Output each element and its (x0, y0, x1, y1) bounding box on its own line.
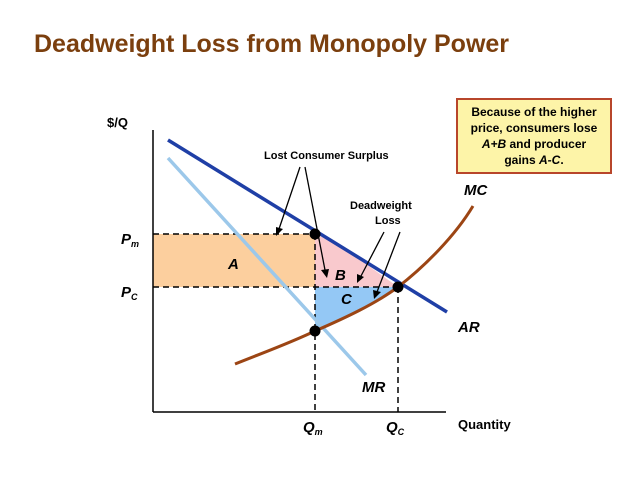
competitive-point (392, 281, 404, 293)
explanation-note: Because of the higher price, consumers l… (456, 98, 612, 174)
quantity-monopoly-label: Qm (303, 419, 323, 437)
lcs-arrowhead-left (276, 227, 283, 236)
deadweight-loss-line2: Loss (375, 215, 401, 227)
note-line-3: A+B and producer (481, 137, 587, 151)
dwl-arrow-1 (360, 231, 385, 277)
lcs-arrow-right (304, 166, 326, 271)
y-axis-label: $/Q (107, 115, 128, 130)
price-monopoly-label: Pm (121, 231, 139, 249)
note-emphasis-ac: A-C (539, 153, 561, 167)
region-c-label: C (341, 291, 353, 308)
monopoly-mc-point (309, 325, 321, 337)
deadweight-loss-line1: Deadweight (350, 200, 412, 212)
note-emphasis-ab: A+B (481, 137, 507, 151)
lcs-arrow-left (278, 166, 301, 230)
dwl-arrow-2 (376, 231, 401, 293)
x-axis-label: Quantity (458, 417, 511, 432)
note-line-1: Because of the higher (471, 105, 597, 119)
lost-consumer-surplus-label: Lost Consumer Surplus (264, 150, 389, 162)
marginal-revenue-label: MR (362, 379, 385, 396)
dwl-arrowhead-2 (373, 290, 381, 299)
region-b (315, 234, 398, 287)
dwl-arrowhead-1 (357, 274, 364, 283)
region-c (315, 287, 398, 331)
region-a-label: A (227, 256, 239, 273)
marginal-cost-label: MC (464, 182, 488, 199)
demand-label: AR (457, 319, 480, 336)
note-line-4: gains A-C. (504, 153, 564, 167)
price-competitive-label: PC (121, 284, 138, 302)
marginal-revenue-curve (166, 156, 368, 377)
note-line-2: price, consumers lose (470, 121, 598, 135)
slide-title: Deadweight Loss from Monopoly Power (34, 30, 510, 58)
marginal-cost-curve (234, 205, 475, 366)
region-b-label: B (335, 267, 346, 284)
quantity-competitive-label: QC (386, 419, 405, 437)
lcs-arrowhead-right (321, 269, 329, 278)
